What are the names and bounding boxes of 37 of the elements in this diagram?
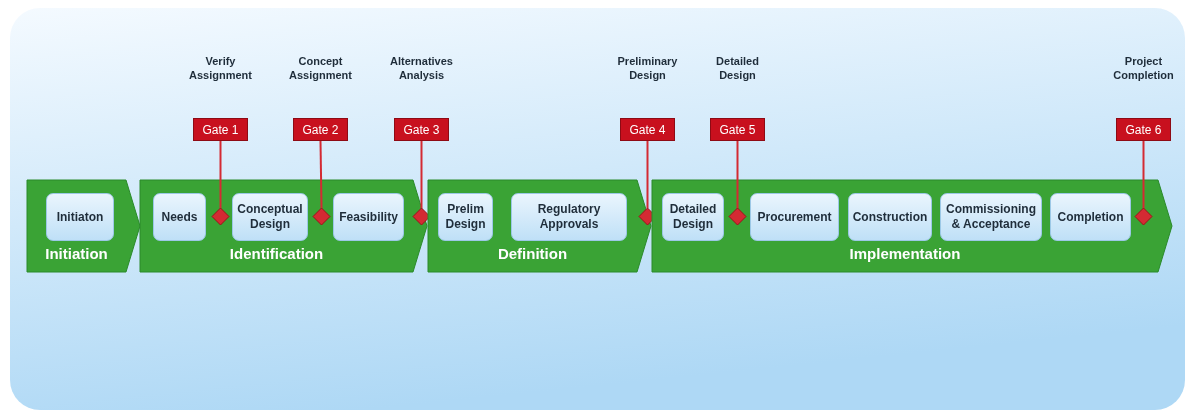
phase-heading: Definition (496, 245, 569, 262)
gate-label: Gate 4 (620, 118, 675, 141)
process-box: Feasibility (333, 193, 404, 241)
connector-line (736, 140, 739, 209)
gate-label: Gate 6 (1116, 118, 1171, 141)
phase-heading: Implementation (848, 245, 962, 262)
process-box: Detailed Design (662, 193, 724, 241)
gate-label: Gate 2 (293, 118, 348, 141)
process-box: Conceptual Design (232, 193, 308, 241)
gate-label: Gate 1 (193, 118, 248, 141)
gate-diamond (313, 208, 330, 225)
connector-line (1142, 140, 1145, 209)
gate-caption: Preliminary Design (616, 54, 679, 83)
gate-diamond (1135, 208, 1152, 225)
process-box: Initiaton (46, 193, 114, 241)
gate-caption: Alternatives Analysis (389, 54, 454, 83)
process-box: Prelim Design (438, 193, 493, 241)
phase-heading: Identification (228, 245, 325, 262)
gate-caption: Verify Assignment (188, 54, 253, 83)
connector-line (319, 140, 323, 209)
connector-line (219, 140, 222, 209)
gate-label: Gate 3 (394, 118, 449, 141)
gate-caption: Concept Assignment (288, 54, 353, 83)
gate-label: Gate 5 (710, 118, 765, 141)
connector-line (646, 140, 649, 209)
process-box: Procurement (750, 193, 839, 241)
process-box: Regulatory Approvals (511, 193, 627, 241)
gate-diamond (212, 208, 229, 225)
gate-diamond (413, 208, 430, 225)
gate-diamond (729, 208, 746, 225)
process-box: Construction (848, 193, 932, 241)
gate-caption: Project Completion (1112, 54, 1175, 83)
process-box: Completion (1050, 193, 1131, 241)
process-box: Commissioning & Acceptance (940, 193, 1042, 241)
process-box: Needs (153, 193, 206, 241)
phase-heading: Initiation (44, 245, 109, 262)
gate-caption: Detailed Design (715, 54, 760, 83)
